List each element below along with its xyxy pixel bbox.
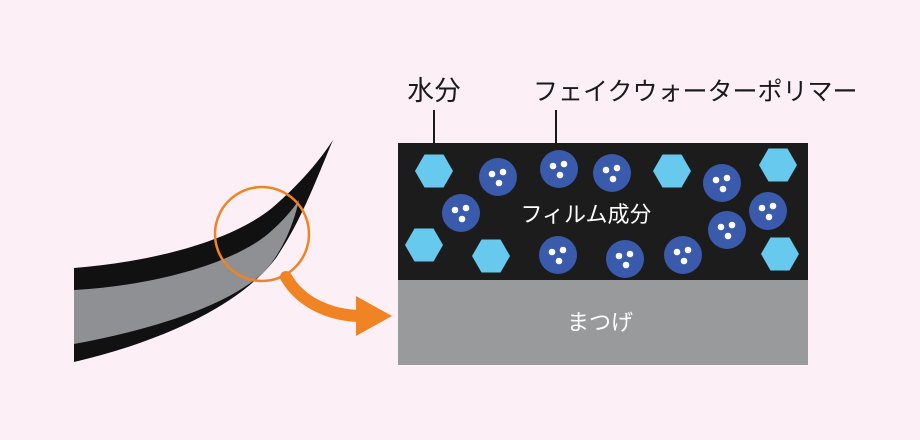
polymer-dot — [723, 174, 731, 182]
eyelash-inner-shape — [74, 200, 299, 344]
curved-arrow-icon — [280, 271, 392, 336]
polymer-circle-icon — [708, 211, 746, 249]
polymer-dot — [602, 166, 610, 174]
polymer-dot — [495, 179, 503, 187]
magnifier-circle — [213, 185, 311, 283]
polymer-circle-icon — [664, 236, 702, 274]
water-hexagon-icon — [405, 228, 443, 262]
polymer-dot — [673, 248, 681, 256]
polymer-dot — [559, 246, 567, 254]
water-hexagon-icon — [415, 154, 453, 188]
polymer-circle-icon — [749, 192, 787, 230]
lash-layer — [398, 280, 808, 365]
polymer-circle-icon — [479, 158, 517, 196]
polymer-dot — [724, 232, 732, 240]
polymer-dot — [615, 252, 623, 260]
polymer-dot — [622, 261, 630, 269]
polymer-circle-icon — [540, 150, 578, 188]
polymer-dot — [769, 202, 777, 210]
polymer-label: フェイクウォーターポリマー — [533, 77, 858, 106]
polymer-dot — [549, 162, 557, 170]
polymer-circle-icon — [593, 154, 631, 192]
polymer-dot — [548, 248, 556, 256]
water-hexagon-icon — [472, 239, 510, 273]
water-hexagon-icon — [653, 154, 691, 188]
polymer-dot — [712, 176, 720, 184]
polymer-dot — [462, 204, 470, 212]
polymer-dot — [488, 170, 496, 178]
polymer-dot — [499, 168, 507, 176]
particles — [405, 148, 799, 278]
polymer-circle-icon — [442, 194, 480, 232]
polymer-dot — [555, 257, 563, 265]
polymer-dot — [680, 257, 688, 265]
polymer-circle-icon — [703, 164, 741, 202]
film-component-label: フィルム成分 — [520, 203, 651, 228]
eyelash-layer-label: まつげ — [567, 311, 633, 336]
polymer-dot — [728, 221, 736, 229]
polymer-dot — [765, 213, 773, 221]
polymer-dot — [560, 160, 568, 168]
polymer-dot — [609, 175, 617, 183]
eyelash-illustration — [74, 140, 333, 362]
polymer-dot — [556, 171, 564, 179]
water-label: 水分 — [407, 76, 461, 107]
polymer-dot — [717, 223, 725, 231]
polymer-dot — [458, 215, 466, 223]
water-hexagon-icon — [759, 148, 797, 182]
polymer-circle-icon — [606, 240, 644, 278]
polymer-circle-icon — [539, 236, 577, 274]
polymer-dot — [684, 246, 692, 254]
polymer-dot — [451, 206, 459, 214]
polymer-dot — [626, 250, 634, 258]
water-hexagon-icon — [761, 237, 799, 271]
polymer-dot — [613, 164, 621, 172]
polymer-dot — [719, 185, 727, 193]
polymer-dot — [758, 204, 766, 212]
